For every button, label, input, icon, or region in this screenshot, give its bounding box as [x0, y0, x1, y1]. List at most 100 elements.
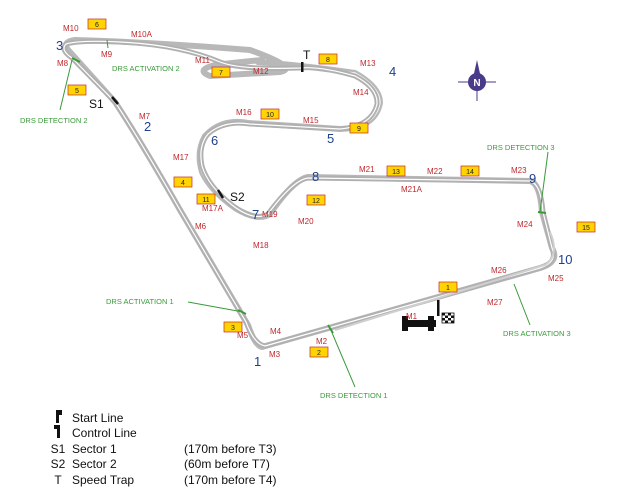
svg-text:9: 9: [357, 126, 361, 133]
marker-14: 14: [460, 165, 480, 177]
svg-text:7: 7: [219, 70, 223, 77]
mpoint-m23: M23: [511, 166, 527, 175]
marker-11: 11: [196, 193, 216, 205]
legend-row-sector-1: S1 Sector 1 (170m before T3): [44, 441, 364, 457]
mpoint-m13: M13: [360, 59, 376, 68]
circuit-map: DRS DETECTION 1 DRS DETECTION 2 DRS DETE…: [20, 18, 596, 400]
legend-desc: (60m before T7): [184, 457, 270, 472]
mpoint-m18: M18: [253, 241, 269, 250]
marker-10: 10: [260, 108, 280, 120]
svg-text:12: 12: [312, 198, 320, 205]
legend-name: Sector 1: [72, 441, 117, 456]
legend-desc: (170m before T4): [184, 472, 277, 487]
turn-9: 9: [529, 171, 536, 186]
mpoint-m16: M16: [236, 108, 252, 117]
start-line-icon: [44, 409, 72, 426]
marker-12: 12: [306, 194, 326, 206]
mpoint-m11: M11: [195, 56, 211, 65]
legend-row-control-line: Control Line: [44, 425, 364, 442]
control-line: [301, 62, 304, 72]
legend-row-start-line: Start Line: [44, 409, 364, 426]
mpoint-m17: M17: [173, 153, 189, 162]
mpoint-m5: M5: [237, 331, 249, 340]
svg-text:5: 5: [75, 88, 79, 95]
mpoint-m14: M14: [353, 88, 369, 97]
turn-4: 4: [389, 64, 396, 79]
svg-text:2: 2: [317, 350, 321, 357]
legend-symbol: S1: [50, 441, 66, 456]
svg-text:3: 3: [231, 325, 235, 332]
turn-7: 7: [252, 207, 259, 222]
sector-2-label: S2: [230, 190, 245, 204]
turn-3: 3: [56, 38, 63, 53]
svg-text:6: 6: [95, 22, 99, 29]
marker-9: 9: [349, 122, 369, 134]
marker-8: 8: [318, 53, 338, 65]
marker-3: 3: [223, 321, 243, 333]
mpoint-m24: M24: [517, 220, 533, 229]
mpoint-m6: M6: [195, 222, 207, 231]
marker-1: 1: [438, 281, 458, 293]
svg-text:14: 14: [466, 169, 474, 176]
compass-label: N: [473, 78, 480, 89]
car-icon: [402, 316, 436, 331]
mpoint-m10: M10: [63, 24, 79, 33]
measure-points: M1 M2 M3 M4 M5 M6 M7 M8 M9 M10 M10A M11 …: [57, 24, 564, 359]
sector-1-line: [111, 96, 119, 105]
marker-13: 13: [386, 165, 406, 177]
mpoint-m22: M22: [427, 167, 443, 176]
compass-icon: N: [458, 60, 496, 101]
chequered-flag-icon: [441, 312, 455, 324]
marker-4: 4: [173, 176, 193, 188]
mpoint-m7: M7: [139, 112, 151, 121]
mpoint-m12: M12: [253, 67, 269, 76]
drs-detection-2: DRS DETECTION 2: [20, 116, 88, 125]
turn-1: 1: [254, 354, 261, 369]
mpoint-m1: M1: [406, 312, 418, 321]
control-line-icon: [44, 425, 72, 441]
mpoint-m21: M21: [359, 165, 375, 174]
mpoint-m4: M4: [270, 327, 282, 336]
pit-lane: [334, 231, 555, 331]
mpoint-m10a: M10A: [131, 30, 153, 39]
legend-name: Sector 2: [72, 457, 117, 472]
mpoint-m20: M20: [298, 217, 314, 226]
drs-detection-3: DRS DETECTION 3: [487, 143, 555, 152]
turn-10: 10: [558, 252, 572, 267]
mpoint-m8: M8: [57, 59, 69, 68]
sector-2-line: [216, 189, 225, 199]
marker-5: 5: [67, 84, 87, 96]
svg-text:10: 10: [266, 112, 274, 119]
svg-text:8: 8: [326, 57, 330, 64]
mpoint-m17a: M17A: [202, 204, 224, 213]
drs-detection-1: DRS DETECTION 1: [320, 391, 388, 400]
speed-trap-label: T: [303, 48, 311, 62]
start-line: [437, 300, 440, 316]
mpoint-m26: M26: [491, 266, 507, 275]
legend-symbol: T: [54, 472, 62, 487]
mpoint-m3: M3: [269, 350, 281, 359]
mpoint-m19: M19: [262, 210, 278, 219]
legend-desc: (170m before T3): [184, 441, 277, 456]
legend-symbol: S2: [50, 457, 66, 472]
turn-5: 5: [327, 131, 334, 146]
legend-row-sector-2: S2 Sector 2 (60m before T7): [44, 457, 364, 473]
svg-text:13: 13: [392, 169, 400, 176]
legend-name: Control Line: [72, 426, 137, 441]
mpoint-m25: M25: [548, 274, 564, 283]
marker-7: 7: [211, 66, 231, 78]
turn-6: 6: [211, 133, 218, 148]
mpoint-m21a: M21A: [401, 185, 423, 194]
marker-6: 6: [87, 18, 107, 30]
svg-text:1: 1: [446, 285, 450, 292]
legend-row-speed-trap: T Speed Trap (170m before T4): [44, 472, 364, 488]
drs-activation-3: DRS ACTIVATION 3: [503, 329, 571, 338]
mpoint-m9: M9: [101, 50, 113, 59]
svg-text:4: 4: [181, 180, 185, 187]
svg-text:11: 11: [202, 197, 209, 204]
mpoint-m27: M27: [487, 298, 503, 307]
marker-boards: 1 2 3 4 5 6 7 8 9 10 11 12 13 14 15: [67, 18, 596, 358]
drs-activation-2: DRS ACTIVATION 2: [112, 64, 180, 73]
turn-8: 8: [312, 169, 319, 184]
legend-name: Start Line: [72, 410, 124, 425]
